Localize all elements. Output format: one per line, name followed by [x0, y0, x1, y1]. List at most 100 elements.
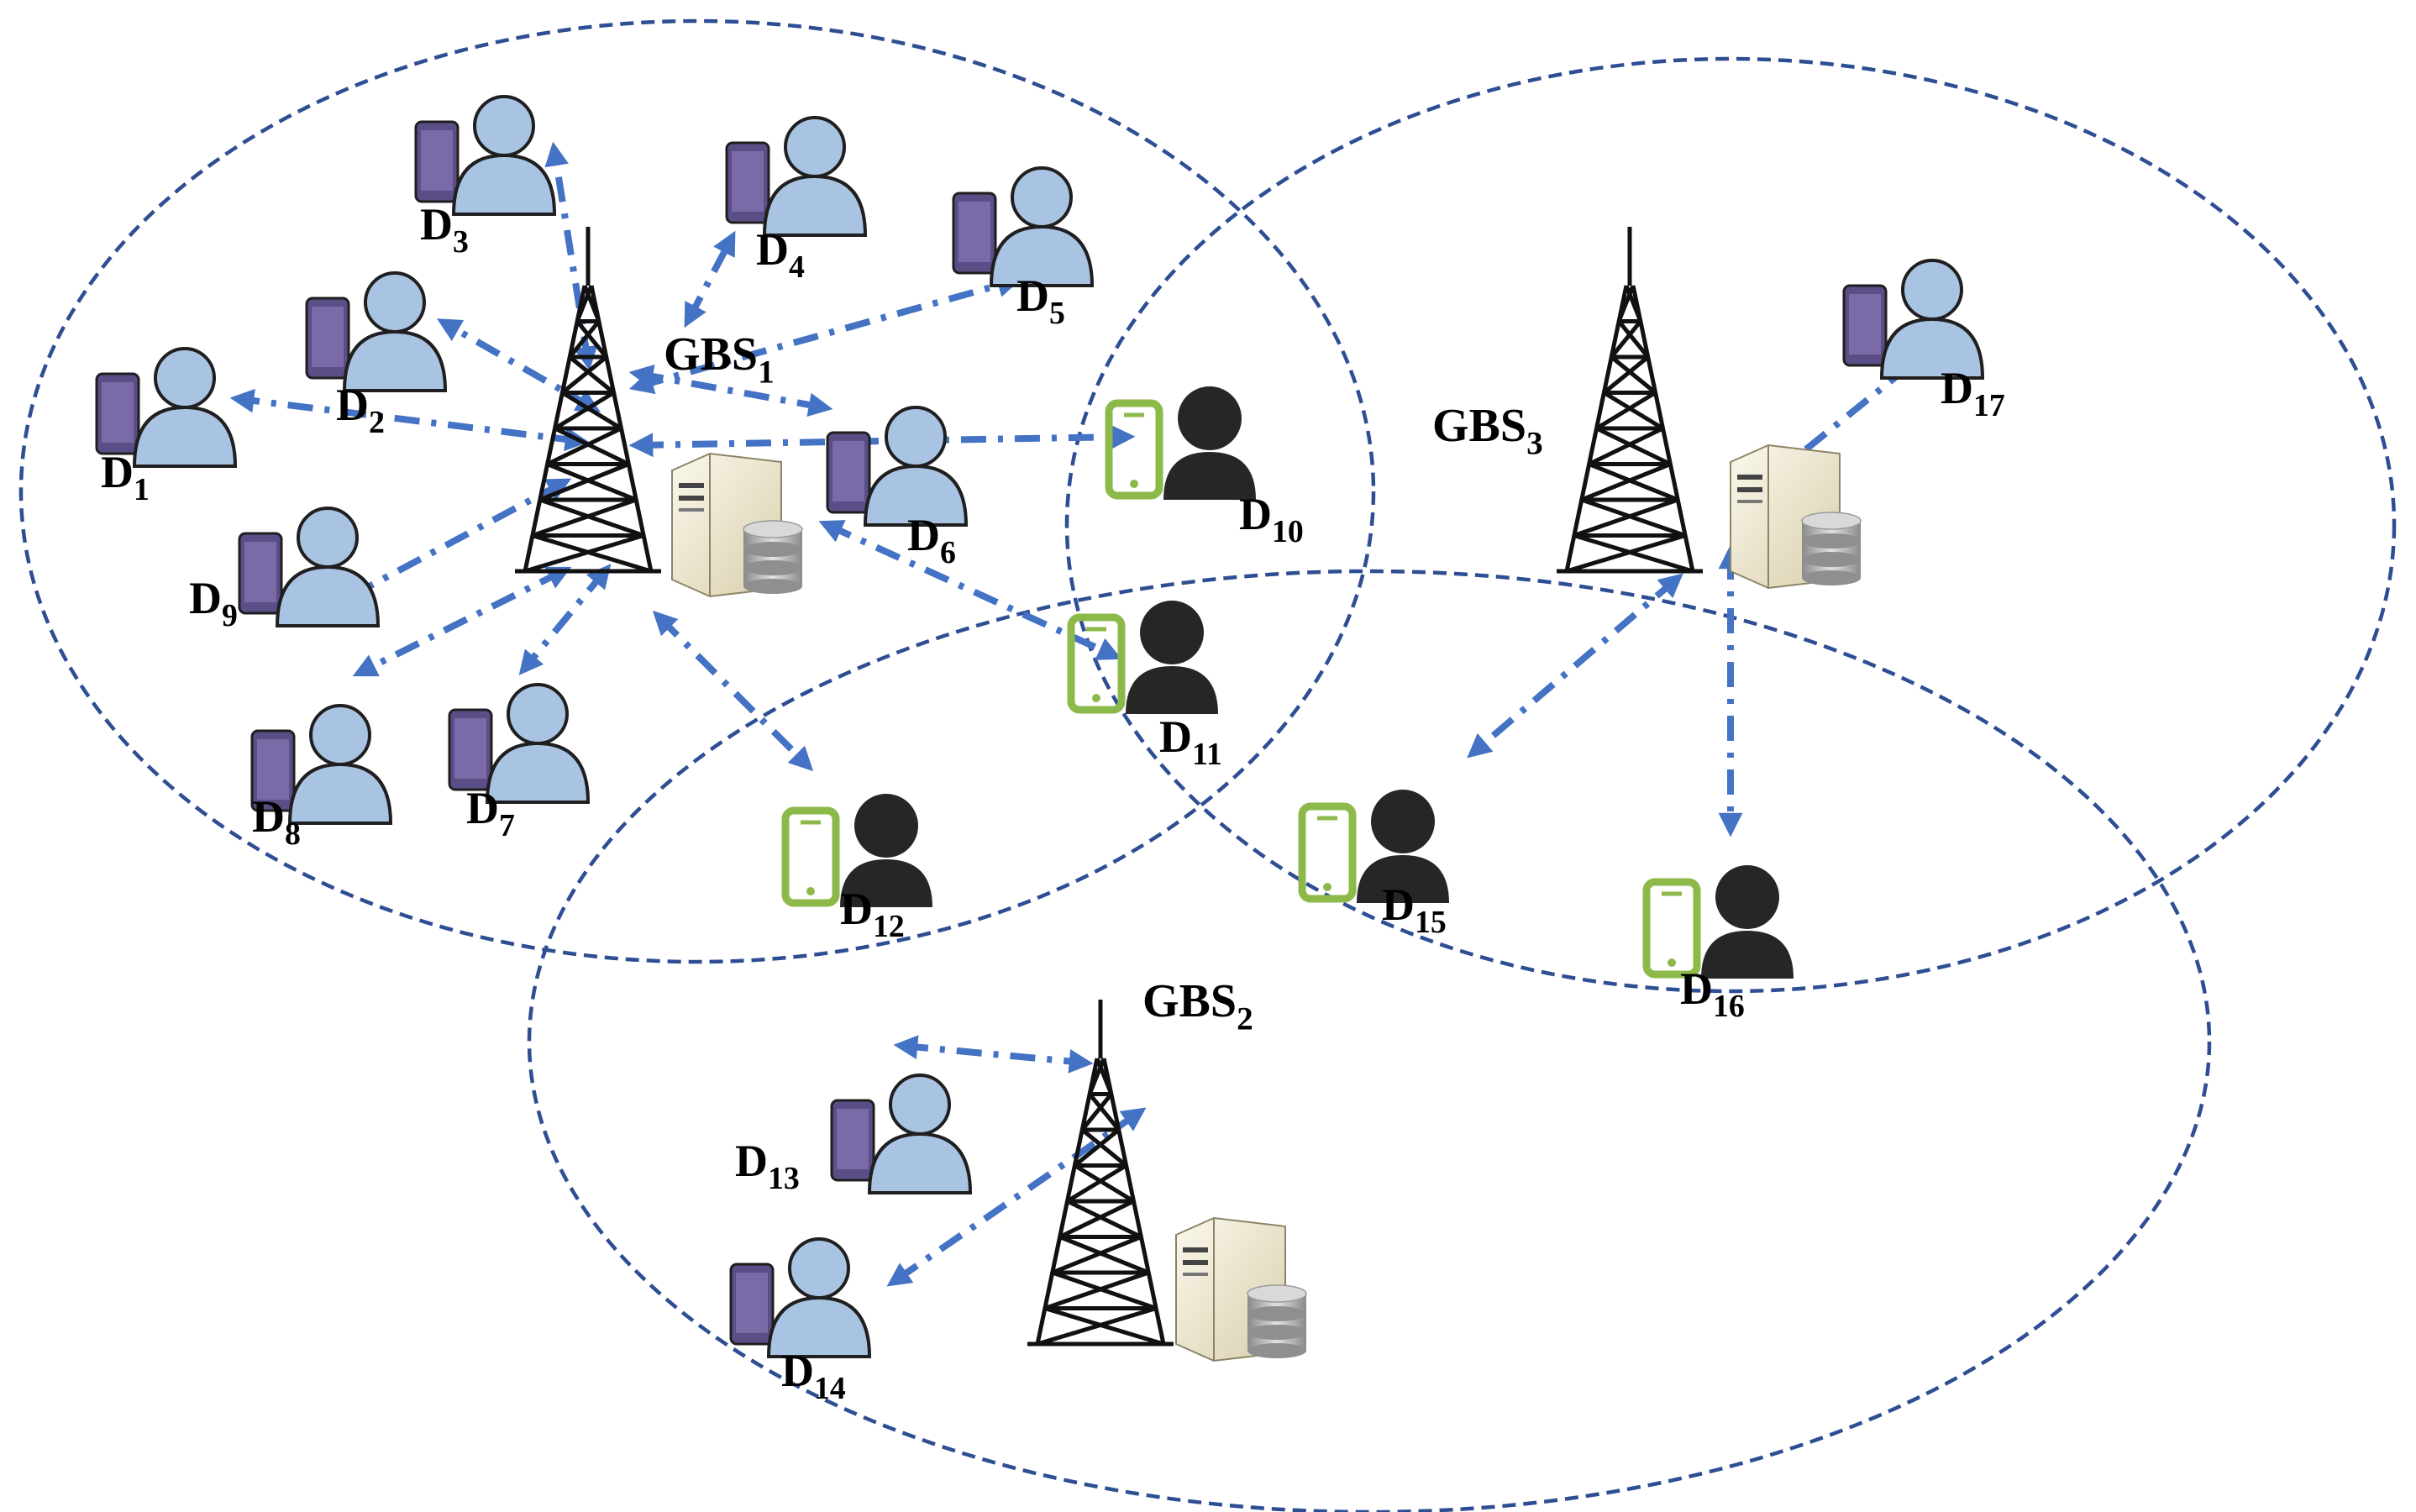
d9-device: D9 [189, 507, 381, 633]
d12-label-subscript: 12 [873, 909, 905, 944]
d3-light-user-icon [414, 95, 557, 216]
d14-label: D14 [781, 1346, 846, 1406]
d6-device: D6 [826, 406, 969, 570]
link-gbs1-d7 [518, 564, 612, 675]
d7-light-user-icon [448, 683, 591, 804]
gbs1-label-subscript: 1 [758, 354, 775, 391]
d4-label-main: D [756, 224, 789, 275]
d12-device: D12 [781, 794, 932, 944]
link-gbs1-d3 [544, 141, 598, 371]
d16-dark-user-icon [1642, 865, 1794, 979]
gbs3-label-main: GBS [1432, 400, 1526, 452]
d12-dark-user-icon [781, 794, 932, 907]
gbs3-label-subscript: 3 [1526, 426, 1543, 462]
link-gbs3-d15 [1467, 573, 1683, 759]
d11-label-subscript: 11 [1192, 737, 1222, 772]
d13-label-main: D [735, 1136, 768, 1186]
d6-label-subscript: 6 [940, 535, 956, 570]
link-gbs2-d13 [893, 1035, 1094, 1074]
d13-device: D13 [735, 1074, 973, 1196]
d13-label: D13 [735, 1136, 800, 1196]
d4-light-user-icon [725, 116, 868, 237]
d17-label-main: D [1941, 363, 1973, 413]
d9-label-subscript: 9 [222, 598, 238, 633]
gbs1-coverage-ellipse [18, 18, 1376, 964]
link-gbs3-d17 [1757, 354, 1923, 490]
d16-device: D16 [1642, 865, 1794, 1024]
d11-device: D11 [1067, 601, 1222, 772]
d5-label-subscript: 5 [1049, 296, 1065, 331]
d5-device: D5 [952, 166, 1095, 331]
d13-label-subscript: 13 [768, 1161, 800, 1196]
d14-light-user-icon [729, 1237, 872, 1358]
d16-label-subscript: 16 [1713, 989, 1745, 1024]
gbs1-database-icon [743, 520, 803, 594]
d9-label-main: D [189, 573, 222, 623]
d17-device: D17 [1842, 259, 2005, 423]
link-gbs1-d1 [229, 388, 590, 452]
d1-device: D1 [95, 347, 238, 507]
d3-device: D3 [414, 95, 557, 260]
d7-label-subscript: 7 [499, 808, 515, 843]
d10-device: D10 [1105, 386, 1304, 549]
link-gbs1-d4 [684, 230, 736, 328]
d16-label: D16 [1680, 963, 1745, 1024]
gbs1-label-main: GBS [664, 328, 758, 381]
d15-device: D15 [1298, 790, 1449, 940]
d2-label: D2 [336, 380, 385, 440]
d7-label: D7 [466, 783, 515, 843]
gbs2-label: GBS2 [1142, 975, 1253, 1037]
d5-label-main: D [1016, 270, 1049, 321]
d15-label-main: D [1382, 879, 1415, 930]
d14-device: D14 [729, 1237, 872, 1406]
d17-label: D17 [1941, 363, 2005, 423]
d6-light-user-icon [826, 406, 969, 527]
d10-label: D10 [1239, 489, 1304, 549]
d1-light-user-icon [95, 347, 238, 468]
d6-label-main: D [907, 510, 940, 560]
d12-label-main: D [840, 884, 873, 934]
d7-label-main: D [466, 783, 499, 833]
d4-label: D4 [756, 224, 805, 285]
gbs3-label: GBS3 [1432, 400, 1543, 462]
gbs2-label-main: GBS [1142, 975, 1237, 1027]
d10-label-main: D [1239, 489, 1272, 539]
d7-device: D7 [448, 683, 591, 843]
gbs1-base-station: GBS1 [515, 227, 803, 598]
d2-label-main: D [336, 380, 369, 430]
link-gbs1-d10 [628, 424, 1136, 458]
d8-label-main: D [252, 791, 285, 842]
gbs2-base-station: GBS2 [1027, 975, 1307, 1362]
d13-light-user-icon [830, 1074, 973, 1194]
d15-label: D15 [1382, 879, 1447, 940]
d3-label: D3 [420, 199, 469, 260]
d4-label-subscript: 4 [789, 249, 805, 285]
d5-label: D5 [1016, 270, 1065, 331]
d1-label-main: D [101, 447, 134, 497]
d8-label-subscript: 8 [285, 816, 301, 852]
d15-label-subscript: 15 [1415, 905, 1447, 940]
gbs1-tower-icon [515, 227, 661, 574]
d2-device: D2 [305, 271, 448, 440]
d5-light-user-icon [952, 166, 1095, 287]
d4-device: D4 [725, 116, 868, 285]
d16-label-main: D [1680, 963, 1713, 1014]
link-gbs1-d12 [652, 610, 814, 772]
d3-label-main: D [420, 199, 453, 249]
d3-label-subscript: 3 [453, 224, 469, 260]
d14-label-subscript: 14 [814, 1371, 846, 1406]
d1-label: D1 [101, 447, 150, 507]
d1-label-subscript: 1 [134, 472, 150, 507]
d11-label: D11 [1159, 711, 1222, 772]
d17-light-user-icon [1842, 259, 1985, 380]
d8-device: D8 [250, 704, 393, 852]
d2-light-user-icon [305, 271, 448, 392]
d8-label: D8 [252, 791, 301, 852]
d11-dark-user-icon [1067, 601, 1218, 714]
d10-dark-user-icon [1105, 386, 1256, 500]
d11-label-main: D [1159, 711, 1192, 762]
gbs3-base-station: GBS3 [1432, 227, 1862, 590]
d2-label-subscript: 2 [369, 405, 385, 440]
